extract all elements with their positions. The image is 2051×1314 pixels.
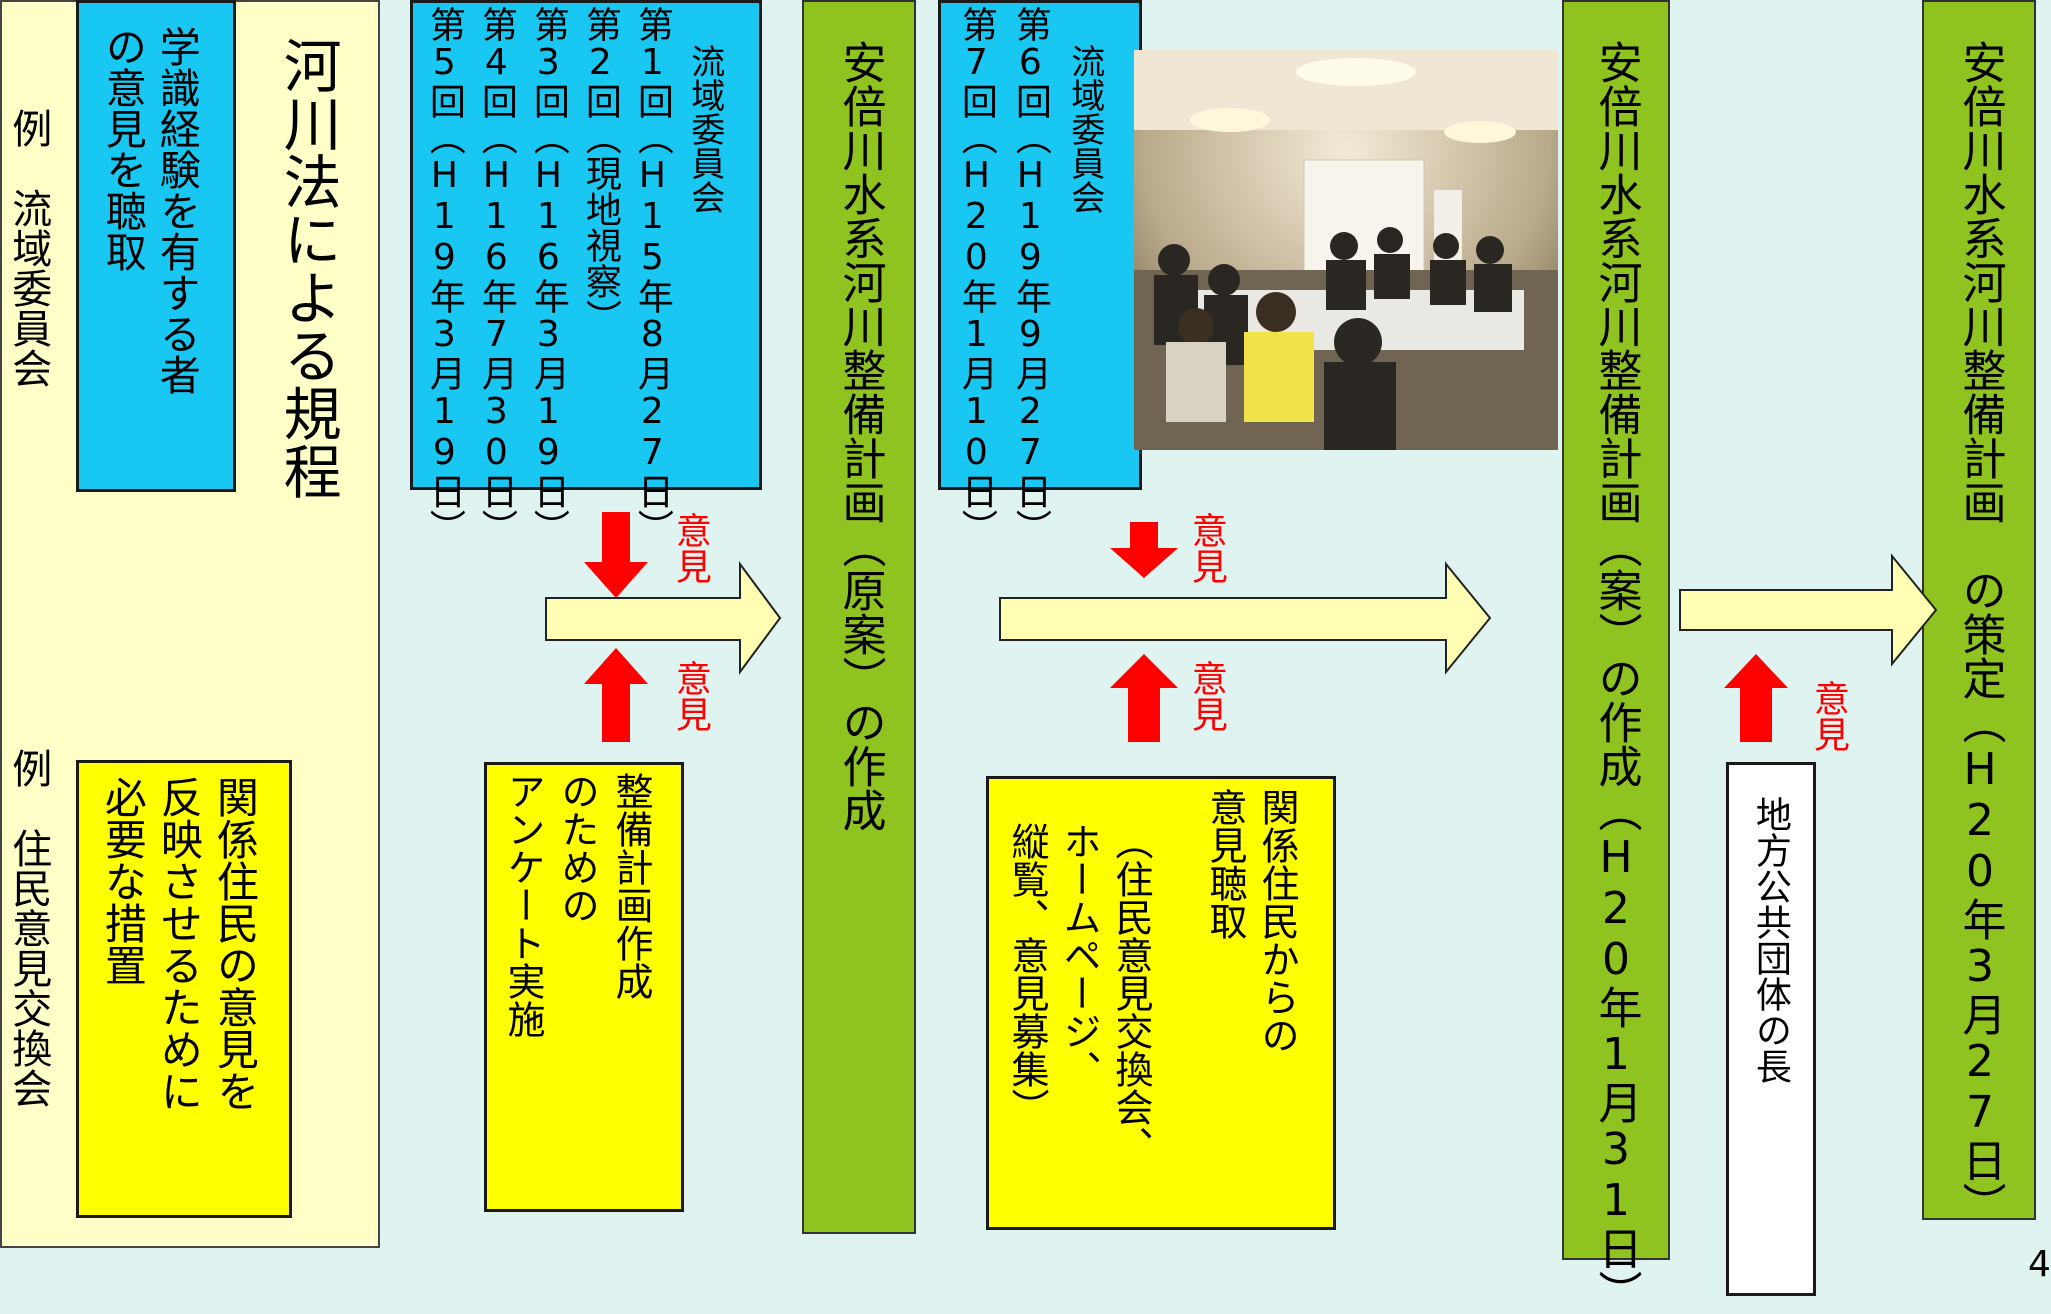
survey-line-2: のための bbox=[555, 772, 600, 924]
expert-opinion-line-2: の意見を聴取 bbox=[98, 26, 147, 272]
hearing-line-3: （住民意見交換会、 bbox=[1109, 822, 1154, 1164]
resident-measure-line-2: 反映させるために bbox=[154, 776, 204, 1112]
hearing-line-2: 意見聴取 bbox=[1203, 788, 1248, 940]
committee-1-session-3: 第3回（H16年3月19日） bbox=[527, 6, 569, 545]
committee-2-session-1: 第6回（H19年9月27日） bbox=[1009, 6, 1051, 545]
opinion-label-1: 意見 bbox=[669, 512, 711, 584]
resident-measure-line-1: 関係住民の意見を bbox=[210, 776, 260, 1112]
red-arrow-down-2 bbox=[1110, 522, 1178, 578]
local-government-box bbox=[1726, 762, 1816, 1296]
red-arrow-up-2 bbox=[1110, 654, 1178, 742]
flow-arrow-3 bbox=[1679, 553, 1938, 667]
opinion-label-3: 意見 bbox=[1185, 512, 1227, 584]
committee-1-heading: 流域委員会 bbox=[684, 44, 725, 214]
plan-proposal-bar bbox=[1562, 0, 1670, 1260]
opinion-label-2: 意見 bbox=[669, 660, 711, 732]
example-label-residents: 例 住民意見交換会 bbox=[5, 748, 52, 1108]
red-arrow-down-1 bbox=[584, 512, 648, 598]
meeting-photo bbox=[1134, 50, 1558, 450]
plan-proposal-label: 安倍川水系河川整備計画（案）の作成（H20年1月31日） bbox=[1590, 40, 1642, 1314]
committee-2-heading: 流域委員会 bbox=[1064, 44, 1105, 214]
opinion-label-5: 意見 bbox=[1807, 680, 1849, 752]
hearing-line-1: 関係住民からの bbox=[1255, 788, 1300, 1054]
survey-line-3: アンケート実施 bbox=[501, 772, 546, 1038]
flow-arrow-1 bbox=[545, 560, 782, 676]
draft-plan-bar bbox=[802, 0, 916, 1234]
hearing-line-4: ホームページ、 bbox=[1057, 822, 1102, 1088]
red-arrow-up-3 bbox=[1724, 654, 1788, 742]
expert-opinion-box bbox=[76, 0, 236, 492]
survey-line-1: 整備計画作成 bbox=[609, 772, 654, 1000]
draft-plan-label: 安倍川水系河川整備計画（原案）の作成 bbox=[834, 40, 886, 832]
hearing-line-5: 縦覧、意見募集） bbox=[1005, 822, 1050, 1126]
committee-1-session-5: 第5回（H19年3月19日） bbox=[423, 6, 465, 545]
local-government-label: 地方公共団体の長 bbox=[1749, 796, 1791, 1084]
river-law-title: 河川法による規程 bbox=[273, 36, 342, 500]
resident-measure-box bbox=[76, 760, 292, 1218]
committee-1-session-2: 第2回（現地視察） bbox=[579, 6, 621, 335]
resident-measure-line-3: 必要な措置 bbox=[98, 776, 148, 986]
plan-finalized-bar bbox=[1922, 0, 2036, 1220]
page-number: 4 bbox=[2028, 1244, 2051, 1285]
committee-1-session-1: 第1回（H15年8月27日） bbox=[631, 6, 673, 545]
expert-opinion-line-1: 学識経験を有する者 bbox=[152, 26, 201, 395]
resident-hearing-box bbox=[986, 776, 1336, 1230]
committee-2-session-2: 第7回（H20年1月10日） bbox=[955, 6, 997, 545]
survey-box bbox=[484, 762, 684, 1212]
red-arrow-up-1 bbox=[584, 648, 648, 742]
example-label-committee: 例 流域委員会 bbox=[5, 108, 52, 388]
committee-1-session-4: 第4回（H16年7月30日） bbox=[475, 6, 517, 545]
flow-arrow-2 bbox=[999, 561, 1492, 675]
plan-finalized-label: 安倍川水系河川整備計画 の策定（H20年3月27日） bbox=[1954, 40, 2006, 1226]
basin-committee-box-1 bbox=[410, 0, 762, 490]
opinion-label-4: 意見 bbox=[1185, 660, 1227, 732]
